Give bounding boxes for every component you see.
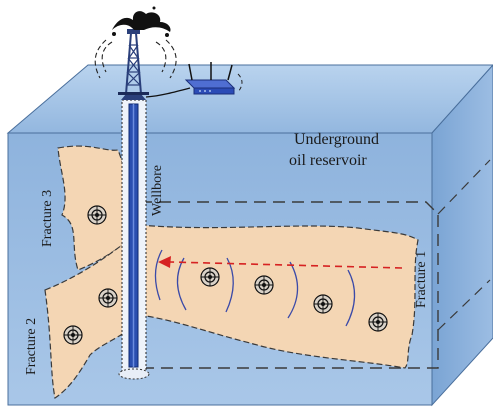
sensor-node-icon	[98, 288, 118, 308]
wireless-router-icon	[184, 62, 236, 95]
wellbore-label: Wellbore	[150, 165, 165, 216]
pressure-wave-arcs	[154, 249, 356, 327]
sensor-node-icon	[368, 312, 388, 332]
fracture-1-label: Fracture 1	[414, 250, 429, 308]
wellbore-bottom	[118, 368, 150, 380]
reservoir-top-face	[6, 64, 493, 134]
reservoir-label-line1: Underground	[294, 131, 380, 148]
reservoir-label-line2: oil reservoir	[289, 152, 367, 169]
reservoir-hidden-edge	[437, 159, 491, 331]
sensor-node-icon	[254, 275, 274, 295]
fracture-2-label: Fracture 2	[24, 317, 39, 375]
fracture-1-extent-dashed	[140, 201, 439, 369]
router-signal	[237, 73, 243, 93]
sensor-nodes	[63, 205, 388, 345]
fracture-1-wing	[139, 224, 419, 369]
oil-derrick-icon	[118, 29, 149, 100]
oil-gusher-icon	[112, 6, 171, 37]
signal-waves	[94, 39, 177, 79]
sensor-node-icon	[313, 294, 333, 314]
flow-arrow	[169, 261, 403, 269]
fracture-3-label: Fracture 3	[40, 189, 55, 247]
sensor-node-icon	[87, 205, 107, 225]
sensor-node-icon	[200, 267, 220, 287]
flow-arrowhead	[158, 256, 171, 268]
sensor-node-icon	[63, 325, 83, 345]
router-cable	[145, 87, 191, 98]
fracture-2-wing	[44, 240, 130, 400]
